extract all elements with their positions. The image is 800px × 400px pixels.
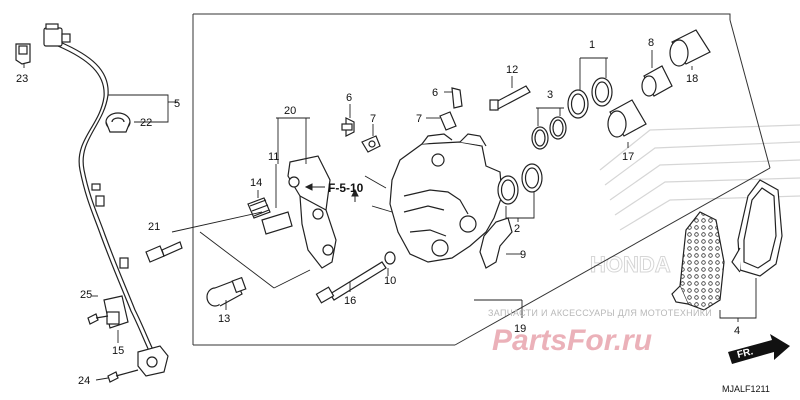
boot-14 xyxy=(247,197,271,219)
callout-21: 21 xyxy=(148,221,160,233)
callout-9: 9 xyxy=(520,249,526,261)
callout-17: 17 xyxy=(622,151,634,163)
brake-pad-rear xyxy=(671,211,725,311)
callout-19: 19 xyxy=(514,323,526,335)
callout-3: 3 xyxy=(547,89,553,101)
leaders-caliper xyxy=(349,76,523,318)
washer-10 xyxy=(384,251,396,265)
bleed-screw-6b xyxy=(451,87,463,109)
brake-pad-front xyxy=(731,179,783,277)
wire-connector xyxy=(43,23,71,47)
watermark-brand: PartsFor.ru xyxy=(492,324,652,357)
assembly-frame xyxy=(192,13,771,346)
callout-25: 25 xyxy=(80,289,92,301)
bleed-cap-7a xyxy=(361,135,381,153)
bolt-21 xyxy=(145,241,183,263)
piston-seals-1 xyxy=(567,77,613,119)
callout-10: 10 xyxy=(384,275,396,287)
sensor-body xyxy=(137,345,169,377)
piston-17 xyxy=(607,99,647,138)
bleed-cap-7b xyxy=(439,111,457,131)
callout-24: 24 xyxy=(78,375,90,387)
wire-clamps xyxy=(91,183,129,269)
caliper-body xyxy=(389,133,503,263)
clip-23 xyxy=(15,43,31,65)
callout-16: 16 xyxy=(344,295,356,307)
bolt-24 xyxy=(107,369,139,383)
callout-5: 5 xyxy=(174,98,180,110)
callout-18: 18 xyxy=(686,73,698,85)
callout-22: 22 xyxy=(140,117,152,129)
front-direction-label: FR. xyxy=(736,346,755,361)
callout-23: 23 xyxy=(16,73,28,85)
callout-13: 13 xyxy=(218,313,230,325)
leaders-pistons xyxy=(505,50,693,222)
callout-12: 12 xyxy=(506,64,518,76)
front-direction-arrow: FR. xyxy=(728,334,790,364)
bleed-screw-6a xyxy=(341,117,355,137)
bracket-15 xyxy=(103,295,129,329)
callout-7b: 7 xyxy=(416,113,422,125)
callout-20: 20 xyxy=(284,105,296,117)
callout-2: 2 xyxy=(514,223,520,235)
sensor-wire xyxy=(57,41,159,362)
caliper-bracket xyxy=(287,155,337,269)
piston-8 xyxy=(641,65,673,97)
callout-15: 15 xyxy=(112,345,124,357)
bolt-25 xyxy=(87,313,109,325)
section-ref-arrow xyxy=(304,183,359,202)
watermark-caption: ЗАПЧАСТИ И АКСЕССУАРЫ ДЛЯ МОТОТЕХНИКИ xyxy=(488,308,712,318)
retainer-clip-11 xyxy=(261,211,293,235)
section-reference: F-5-10 xyxy=(328,181,364,195)
callout-8: 8 xyxy=(648,37,654,49)
pin-12 xyxy=(489,85,531,111)
callout-6b: 6 xyxy=(432,87,438,99)
grommet-22 xyxy=(105,112,131,133)
callout-11: 11 xyxy=(268,151,279,163)
pin-16 xyxy=(315,261,387,304)
callout-4: 4 xyxy=(734,325,740,337)
piston-seals-2 xyxy=(497,163,543,205)
callout-14: 14 xyxy=(250,177,262,189)
leaders-bracket xyxy=(171,117,311,310)
callout-6a: 6 xyxy=(346,92,352,104)
pad-spring-9 xyxy=(479,217,513,269)
piston-18 xyxy=(669,29,711,67)
leaders-pads xyxy=(719,278,757,322)
leaders-left xyxy=(23,64,178,381)
callout-7a: 7 xyxy=(370,113,376,125)
piston-seals-3 xyxy=(531,116,567,150)
diagram-code: MJALF1211 xyxy=(722,384,770,394)
honda-wing-watermark xyxy=(599,124,800,231)
callout-1: 1 xyxy=(589,39,595,51)
pin-13 xyxy=(206,276,247,307)
honda-text-watermark: HONDA xyxy=(590,252,671,277)
